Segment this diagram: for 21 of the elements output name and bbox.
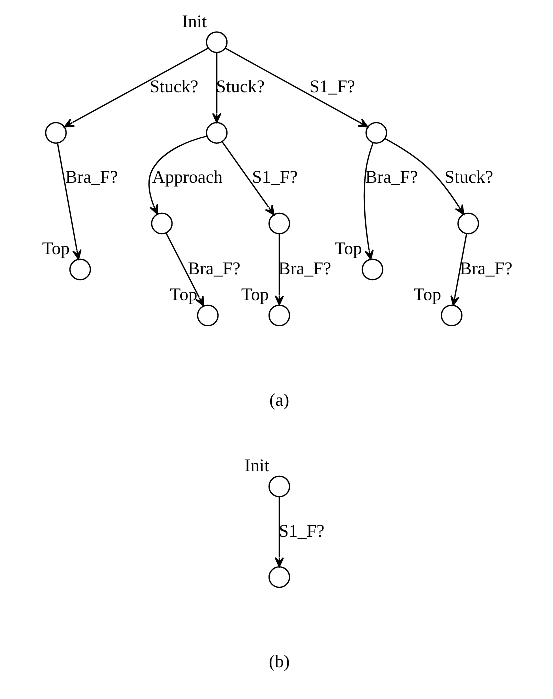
node-label: Top xyxy=(413,284,441,305)
node-label: Top xyxy=(42,238,70,259)
node-label: Init xyxy=(182,11,207,32)
edge-label: Stuck? xyxy=(216,76,264,97)
edge-label: Stuck? xyxy=(149,76,198,97)
edge-label: S1_F? xyxy=(252,167,298,188)
label: (b) xyxy=(268,652,290,672)
edge-label: S1_F? xyxy=(309,76,355,97)
label: (a) xyxy=(269,390,289,410)
edge-label: Stuck? xyxy=(444,167,493,188)
edge-label: Bra_F? xyxy=(278,258,331,278)
edge-label: Bra_F? xyxy=(188,258,240,278)
edge-label: Bra_F? xyxy=(65,167,118,188)
node-label: Top xyxy=(170,284,198,305)
edge-label: Bra_F? xyxy=(460,258,512,278)
node-label: Top xyxy=(241,284,269,305)
edge-label: Bra_F? xyxy=(365,167,418,188)
edge-label: Approach xyxy=(152,167,222,188)
node-label: Init xyxy=(244,456,270,476)
node-label: Top xyxy=(334,238,362,259)
edge-label: S1_F? xyxy=(278,520,324,541)
